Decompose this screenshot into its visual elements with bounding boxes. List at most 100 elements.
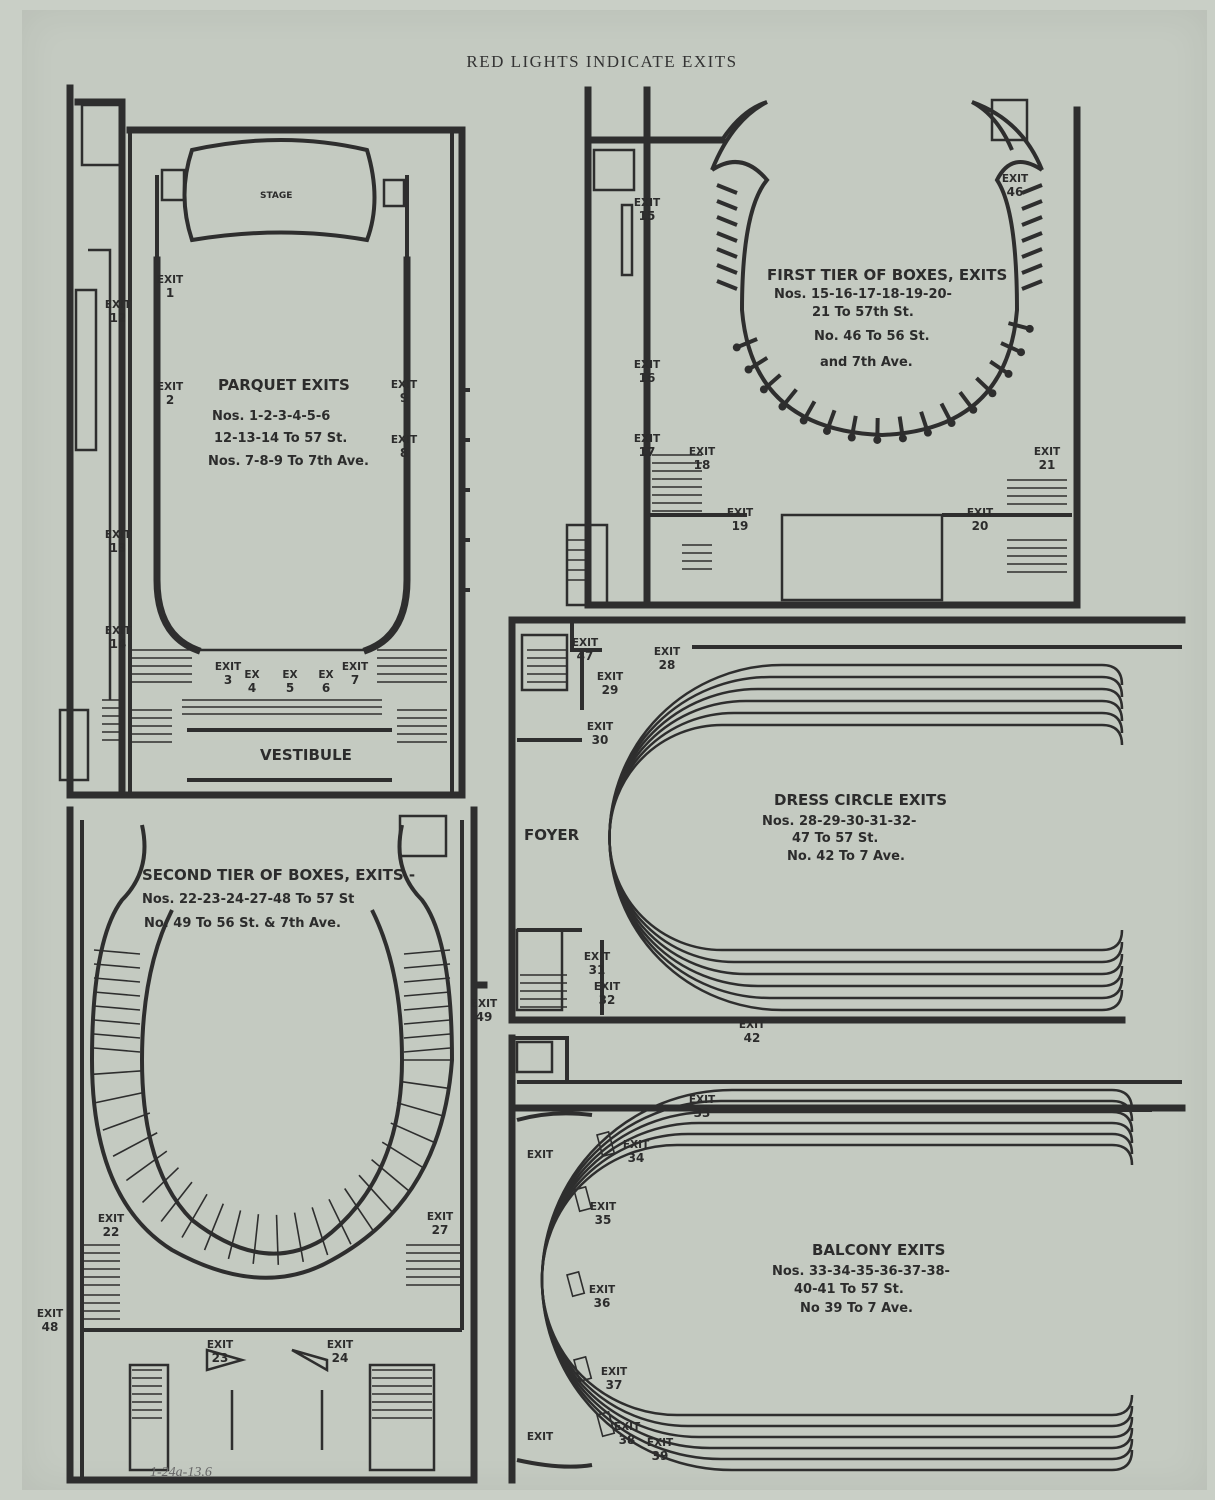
- first-tier-exit-number: 16: [639, 371, 656, 385]
- balcony-exit-word: EXIT: [527, 1431, 554, 1443]
- parquet-exit-word: EXIT: [391, 434, 418, 446]
- parquet-exit-word: EXIT: [105, 529, 132, 541]
- box-door: [988, 389, 997, 398]
- second-tier-exit-word: EXIT: [427, 1211, 454, 1223]
- second-tier-exit-word: EXIT: [471, 998, 498, 1010]
- parquet-exit-word: EX: [318, 669, 333, 681]
- parquet-exit-number: 13: [110, 541, 127, 555]
- box-partition: [1021, 215, 1043, 227]
- dress-circle-line-2: 47 To 57 St.: [792, 831, 878, 846]
- parquet-exit-number: 1: [166, 286, 174, 300]
- second-tier-title: SECOND TIER OF BOXES, EXITS -: [142, 866, 415, 884]
- dress-circle-exit-word: EXIT: [587, 721, 614, 733]
- first-tier-exit-word: EXIT: [1002, 173, 1029, 185]
- parquet-exit-number: 3: [224, 673, 232, 687]
- first-tier-exit-word: EXIT: [1034, 446, 1061, 458]
- box-partition: [311, 1207, 329, 1256]
- box-partition: [403, 963, 451, 969]
- dress-circle-line-3: No. 42 To 7 Ave.: [787, 849, 905, 864]
- balcony-title: BALCONY EXITS: [812, 1241, 945, 1259]
- first-tier-exit-word: EXIT: [634, 433, 661, 445]
- box-partition: [716, 279, 738, 291]
- box-partition: [1021, 199, 1043, 211]
- first-tier-exit-number: 15: [639, 209, 656, 223]
- first-tier-exit-number: 20: [972, 519, 989, 533]
- balcony-exit-number: 35: [595, 1213, 612, 1227]
- box-partition: [227, 1210, 242, 1260]
- first-tier-line-2: 21 To 57th St.: [812, 305, 914, 320]
- parquet-exit-number: 5: [286, 681, 294, 695]
- box-partition: [141, 1167, 180, 1203]
- balcony-exit-word: EXIT: [614, 1421, 641, 1433]
- second-tier-exit-number: 27: [432, 1223, 449, 1237]
- box-partition: [1021, 247, 1043, 259]
- parquet-exit-word: EXIT: [157, 381, 184, 393]
- dress-circle-exit-word: EXIT: [594, 981, 621, 993]
- dress-circle-plan: FOYER DRESS CIRCLE EXITS Nos. 28-29-30-3…: [508, 616, 1186, 1024]
- box-partition: [93, 1033, 141, 1039]
- dress-circle-line-1: Nos. 28-29-30-31-32-: [762, 814, 916, 829]
- second-tier-line-1: Nos. 22-23-24-27-48 To 57 St: [142, 892, 354, 907]
- exit-door: [573, 1185, 593, 1213]
- dress-circle-exit-number: 29: [602, 683, 619, 697]
- box-door: [923, 428, 932, 437]
- dress-circle-exit-word: EXIT: [654, 646, 681, 658]
- balcony-exit-number: 39: [652, 1449, 669, 1463]
- floor-plans: STAGE VESTIBULE PARQUET EXITS Nos. 1-2-3…: [37, 84, 1186, 1484]
- balcony-exit-word: EXIT: [590, 1201, 617, 1213]
- dress-circle-exit-number: 42: [744, 1031, 761, 1045]
- seating-row: [540, 1121, 1134, 1439]
- page-heading: RED LIGHTS INDICATE EXITS: [466, 52, 738, 71]
- box-door: [822, 426, 831, 435]
- parquet-exit-number: 4: [248, 681, 256, 695]
- box-partition: [358, 1174, 394, 1213]
- box-partition: [95, 1091, 146, 1104]
- box-partition: [403, 1047, 451, 1053]
- balcony-exit-word: EXIT: [689, 1094, 716, 1106]
- second-tier-exit-number: 48: [42, 1320, 59, 1334]
- box-partition: [93, 1005, 141, 1011]
- parquet-exit-number: 6: [322, 681, 330, 695]
- box-door: [947, 419, 956, 428]
- box-door: [847, 433, 856, 442]
- program-page: RED LIGHTS INDICATE EXITS: [22, 10, 1207, 1490]
- seating-row: [540, 1143, 1134, 1417]
- first-tier-exit-number: 46: [1007, 185, 1024, 199]
- box-door: [744, 365, 753, 374]
- parquet-exit-word: EXIT: [391, 379, 418, 391]
- parquet-plan: STAGE VESTIBULE PARQUET EXITS Nos. 1-2-3…: [58, 84, 470, 799]
- box-partition: [93, 991, 141, 997]
- dress-circle-exit-word: EXIT: [584, 951, 611, 963]
- box-partition: [1021, 263, 1043, 275]
- box-door: [1025, 324, 1034, 333]
- box-partition: [1021, 279, 1043, 291]
- parquet-exit-number: 14: [110, 637, 127, 651]
- dress-circle-exit-number: 32: [599, 993, 616, 1007]
- box-partition: [160, 1181, 193, 1223]
- second-tier-exit-number: 22: [103, 1225, 120, 1239]
- second-tier-exit-word: EXIT: [98, 1213, 125, 1225]
- box-partition: [1021, 231, 1043, 243]
- box-partition: [403, 991, 451, 997]
- box-partition: [252, 1214, 260, 1264]
- box-partition: [716, 215, 738, 227]
- box-partition: [125, 1150, 168, 1182]
- box-partition: [181, 1193, 208, 1238]
- second-tier-exit-number: 24: [332, 1351, 349, 1365]
- balcony-exit-number: 33: [694, 1106, 711, 1120]
- parquet-exit-word: EXIT: [157, 274, 184, 286]
- second-tier-exit-word: EXIT: [207, 1339, 234, 1351]
- box-partition: [390, 1122, 437, 1145]
- balcony-exit-number: 36: [594, 1296, 611, 1310]
- parquet-exit-word: EX: [244, 669, 259, 681]
- box-partition: [93, 949, 141, 955]
- box-partition: [344, 1188, 374, 1231]
- parquet-line-3: Nos. 7-8-9 To 7th Ave.: [208, 454, 369, 469]
- box-door: [799, 416, 808, 425]
- box-partition: [93, 963, 141, 969]
- box-partition: [716, 199, 738, 211]
- balcony-exit-word: EXIT: [647, 1437, 674, 1449]
- first-tier-line-4: and 7th Ave.: [820, 355, 913, 370]
- box-partition: [716, 231, 738, 243]
